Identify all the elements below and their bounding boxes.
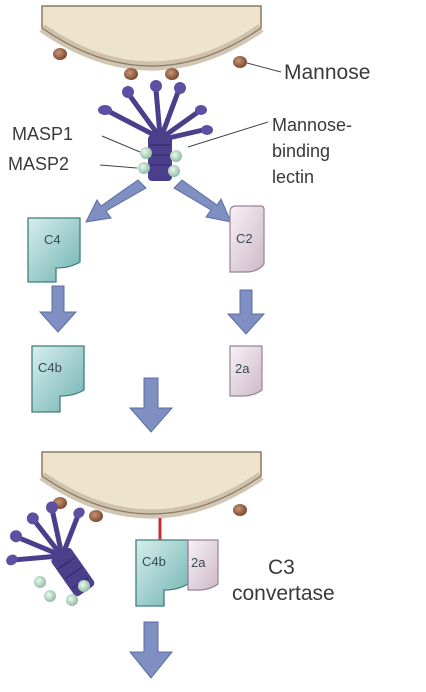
mannose-icon (89, 510, 103, 522)
c3-convertase-complex: C4b 2a (135, 539, 219, 607)
masp2-leader-line (99, 164, 138, 169)
masp2-icon (138, 162, 150, 174)
lectin-icon (98, 80, 213, 181)
mannose-icon (124, 68, 138, 80)
mannose-icon (165, 68, 179, 80)
masp-icon (78, 580, 90, 592)
bottom-membrane (39, 451, 264, 519)
c3-convertase-label-line2: convertase (232, 582, 335, 605)
masp2-label: MASP2 (8, 154, 69, 174)
top-membrane (39, 5, 264, 71)
c4b-label: C4b (38, 360, 62, 375)
c4-label: C4 (44, 232, 61, 247)
masp1-label: MASP1 (12, 124, 73, 144)
masp-icon (44, 590, 56, 602)
conv-2a-label: 2a (191, 555, 206, 570)
c2-label: C2 (236, 231, 253, 246)
masp1-icon (140, 147, 152, 159)
arrow-to-c4b (38, 285, 78, 333)
mbl-leader-line (187, 121, 269, 148)
mannose-icon (53, 48, 67, 60)
c2-component: C2 (229, 205, 265, 273)
mbl-label-line3: lectin (272, 167, 314, 187)
mannose-residues-top (53, 48, 247, 80)
arrow-to-c2 (173, 179, 232, 223)
c2a-component: 2a (229, 345, 263, 397)
conv-c4b-label: C4b (142, 554, 166, 569)
masp1-leader-line (101, 135, 141, 153)
mbl-label-line1: Mannose- (272, 115, 352, 135)
mannose-leader-line (246, 62, 282, 73)
arrow-to-c2a (226, 289, 266, 335)
mbl-label-line2: binding (272, 141, 330, 161)
masp-icon (66, 594, 78, 606)
mannose-residues-bottom (53, 497, 247, 522)
arrow-to-convertase (128, 377, 174, 433)
masp-icon (170, 150, 182, 162)
arrow-downstream (128, 621, 174, 679)
masp-spheres-top (138, 147, 182, 177)
mannose-icon (233, 56, 247, 68)
masp-icon (168, 165, 180, 177)
masp-spheres-bottom (34, 576, 90, 606)
mannose-label: Mannose (284, 61, 370, 84)
c4-component: C4 (27, 217, 81, 283)
c4b-component: C4b (31, 345, 85, 413)
c2a-label: 2a (235, 361, 250, 376)
c3-convertase-label-line1: C3 (268, 556, 295, 579)
mannose-icon (233, 504, 247, 516)
masp-icon (34, 576, 46, 588)
arrow-to-c4 (85, 179, 147, 223)
